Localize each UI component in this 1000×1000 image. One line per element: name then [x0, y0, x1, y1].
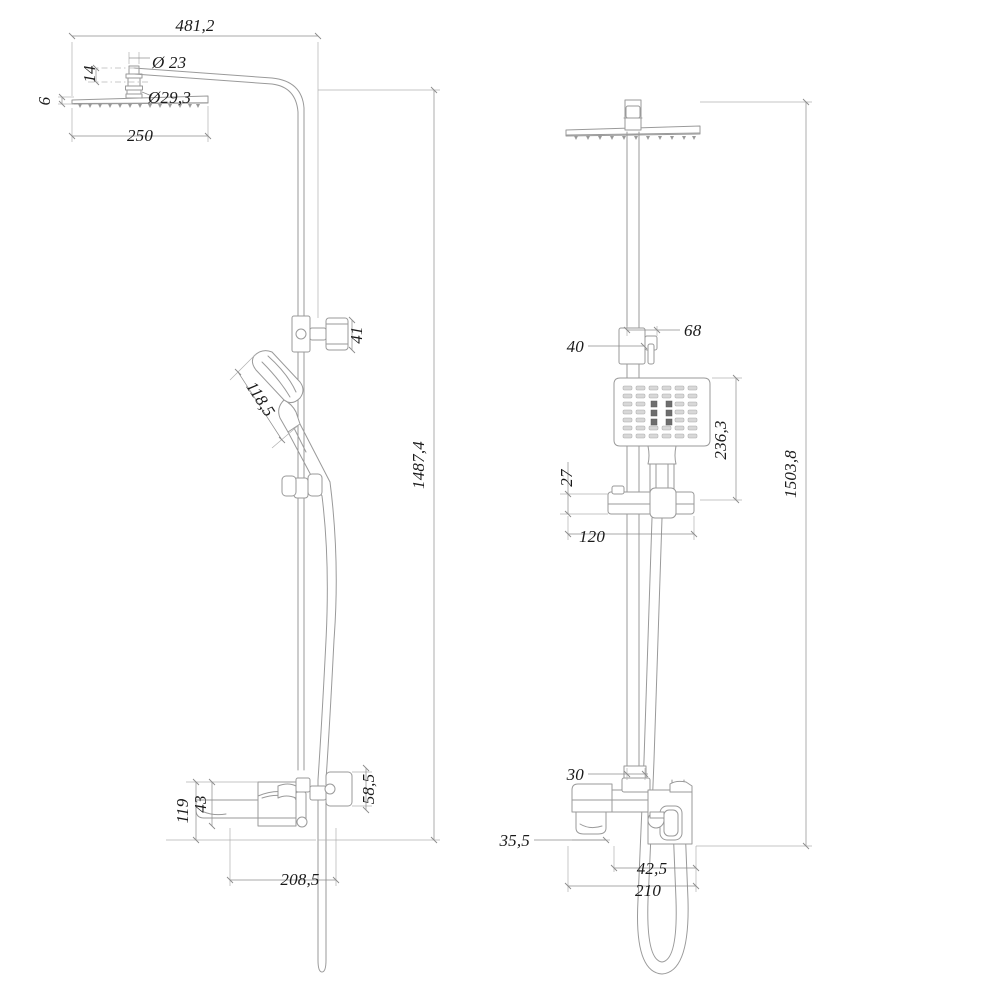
dim-label-1487-4: 1487,4: [409, 441, 428, 489]
dim-label-35-5: 35,5: [498, 831, 530, 850]
dim-68: 68: [623, 321, 702, 340]
dim-label-250: 250: [127, 126, 153, 145]
side-mixer-body: [195, 771, 353, 828]
side-view: 481,2 14 Ø 23 Ø29,3: [35, 16, 440, 973]
front-view-dimensions: 68 40 236,3: [498, 98, 812, 900]
dim-14: 14: [80, 64, 148, 86]
dim-27: 27: [557, 462, 608, 518]
front-slider-holder: [607, 485, 695, 519]
dim-42-5: 42,5: [610, 846, 700, 878]
dim-label-27: 27: [557, 468, 576, 487]
dim-label-30: 30: [566, 765, 585, 784]
dim-481-2: 481,2: [68, 16, 322, 318]
dim-1503-8: 1503,8: [696, 98, 812, 850]
dim-label-6: 6: [35, 96, 54, 105]
hand-shower-nozzle-grid: [622, 385, 698, 439]
shower-nozzles: [78, 104, 200, 108]
front-mixer-body: [571, 765, 693, 845]
side-view-dimensions: 481,2 14 Ø 23 Ø29,3: [35, 16, 440, 889]
front-hose: [637, 517, 689, 975]
dim-250: 250: [68, 106, 212, 145]
dim-label-1503-8: 1503,8: [781, 450, 800, 498]
dim-label-119: 119: [173, 798, 192, 823]
dim-119: 119: [166, 778, 316, 844]
front-view: 68 40 236,3: [498, 98, 812, 975]
dim-dia-29-3: Ø29,3: [141, 88, 191, 107]
side-slider-holder: [281, 473, 323, 499]
dim-label-208-5: 208,5: [280, 870, 319, 889]
dim-label-58-5: 58,5: [359, 774, 378, 805]
dim-208-5: 208,5: [226, 828, 340, 889]
dim-label-210: 210: [635, 881, 661, 900]
dim-236-3: 236,3: [700, 374, 742, 504]
dim-label-14: 14: [80, 65, 99, 83]
dim-40: 40: [567, 337, 648, 356]
dim-210: 210: [564, 846, 700, 900]
side-diverter-outlet: [291, 315, 349, 353]
side-hose: [317, 481, 337, 973]
front-riser-pipe: [626, 131, 640, 791]
dim-35-5: 35,5: [498, 831, 610, 850]
dim-label-40: 40: [567, 337, 585, 356]
dim-label-481-2: 481,2: [175, 16, 215, 35]
dim-label-42-5: 42,5: [637, 859, 668, 878]
dim-30: 30: [566, 765, 649, 784]
dim-label-43: 43: [191, 795, 210, 812]
front-shower-nozzles: [574, 136, 696, 140]
front-hand-shower: [613, 377, 711, 501]
front-head-swivel-joint: [623, 99, 643, 131]
dim-43: 43: [191, 778, 216, 830]
dim-6: 6: [35, 93, 74, 108]
dim-1487-4: 1487,4: [318, 86, 440, 844]
dim-dia-23: Ø 23: [128, 52, 186, 72]
dim-58-5: 58,5: [352, 764, 378, 814]
front-overhead-shower-head: [565, 99, 701, 140]
side-hand-shower: [251, 350, 331, 497]
side-shower-arm: [133, 67, 305, 321]
dim-41: 41: [347, 316, 366, 354]
dim-120: 120: [564, 516, 698, 546]
dim-label-120: 120: [579, 527, 605, 546]
dim-label-236-3: 236,3: [711, 420, 730, 459]
dim-label-dia-23: Ø 23: [151, 53, 186, 72]
dim-label-68: 68: [684, 321, 702, 340]
dim-label-dia-29-3: Ø29,3: [147, 88, 191, 107]
dim-label-41: 41: [347, 326, 366, 343]
